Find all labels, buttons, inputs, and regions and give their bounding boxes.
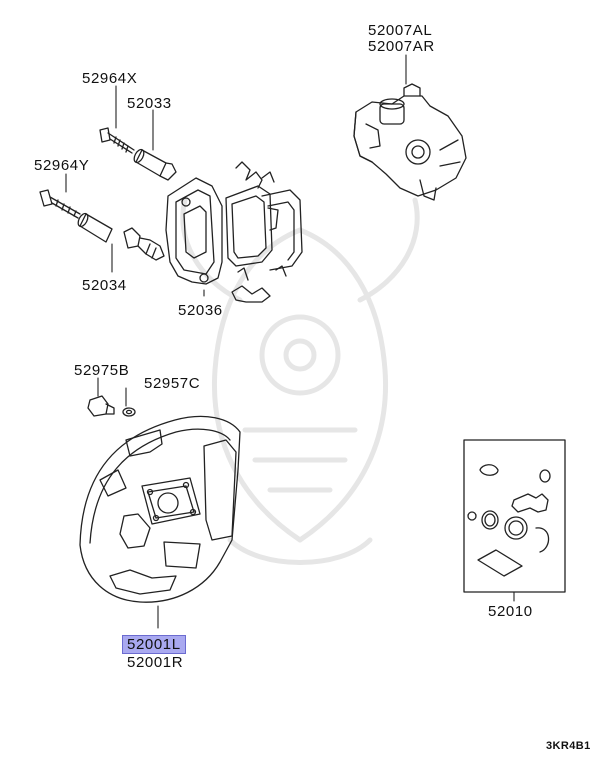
bolt-52964y xyxy=(40,190,80,218)
label-52957c[interactable]: 52957C xyxy=(144,375,201,392)
bolt-52975b xyxy=(88,396,114,416)
caliper-support-52036 xyxy=(166,178,222,284)
label-52034[interactable]: 52034 xyxy=(82,277,127,294)
label-52007ar[interactable]: 52007AR xyxy=(368,38,435,55)
label-52001l-highlighted[interactable]: 52001L xyxy=(122,635,186,654)
bolt-52964x xyxy=(100,128,134,153)
label-52007al[interactable]: 52007AL xyxy=(368,22,433,39)
sleeve-52034 xyxy=(76,212,164,260)
label-52033[interactable]: 52033 xyxy=(127,95,172,112)
dust-shield xyxy=(80,416,240,602)
sleeve-52033 xyxy=(132,148,176,180)
leader-lines xyxy=(66,55,514,628)
diagram-code: 3KR4B1 xyxy=(546,740,591,752)
label-52964x[interactable]: 52964X xyxy=(82,70,138,87)
label-52964y[interactable]: 52964Y xyxy=(34,157,90,174)
brake-pads xyxy=(226,162,302,302)
washer-52957c xyxy=(123,408,135,416)
repair-kit-box xyxy=(464,440,565,592)
caliper-assembly xyxy=(354,84,466,200)
label-52036[interactable]: 52036 xyxy=(178,302,223,319)
label-52010[interactable]: 52010 xyxy=(488,603,533,620)
label-52975b[interactable]: 52975B xyxy=(74,362,130,379)
label-52001r[interactable]: 52001R xyxy=(127,654,184,671)
